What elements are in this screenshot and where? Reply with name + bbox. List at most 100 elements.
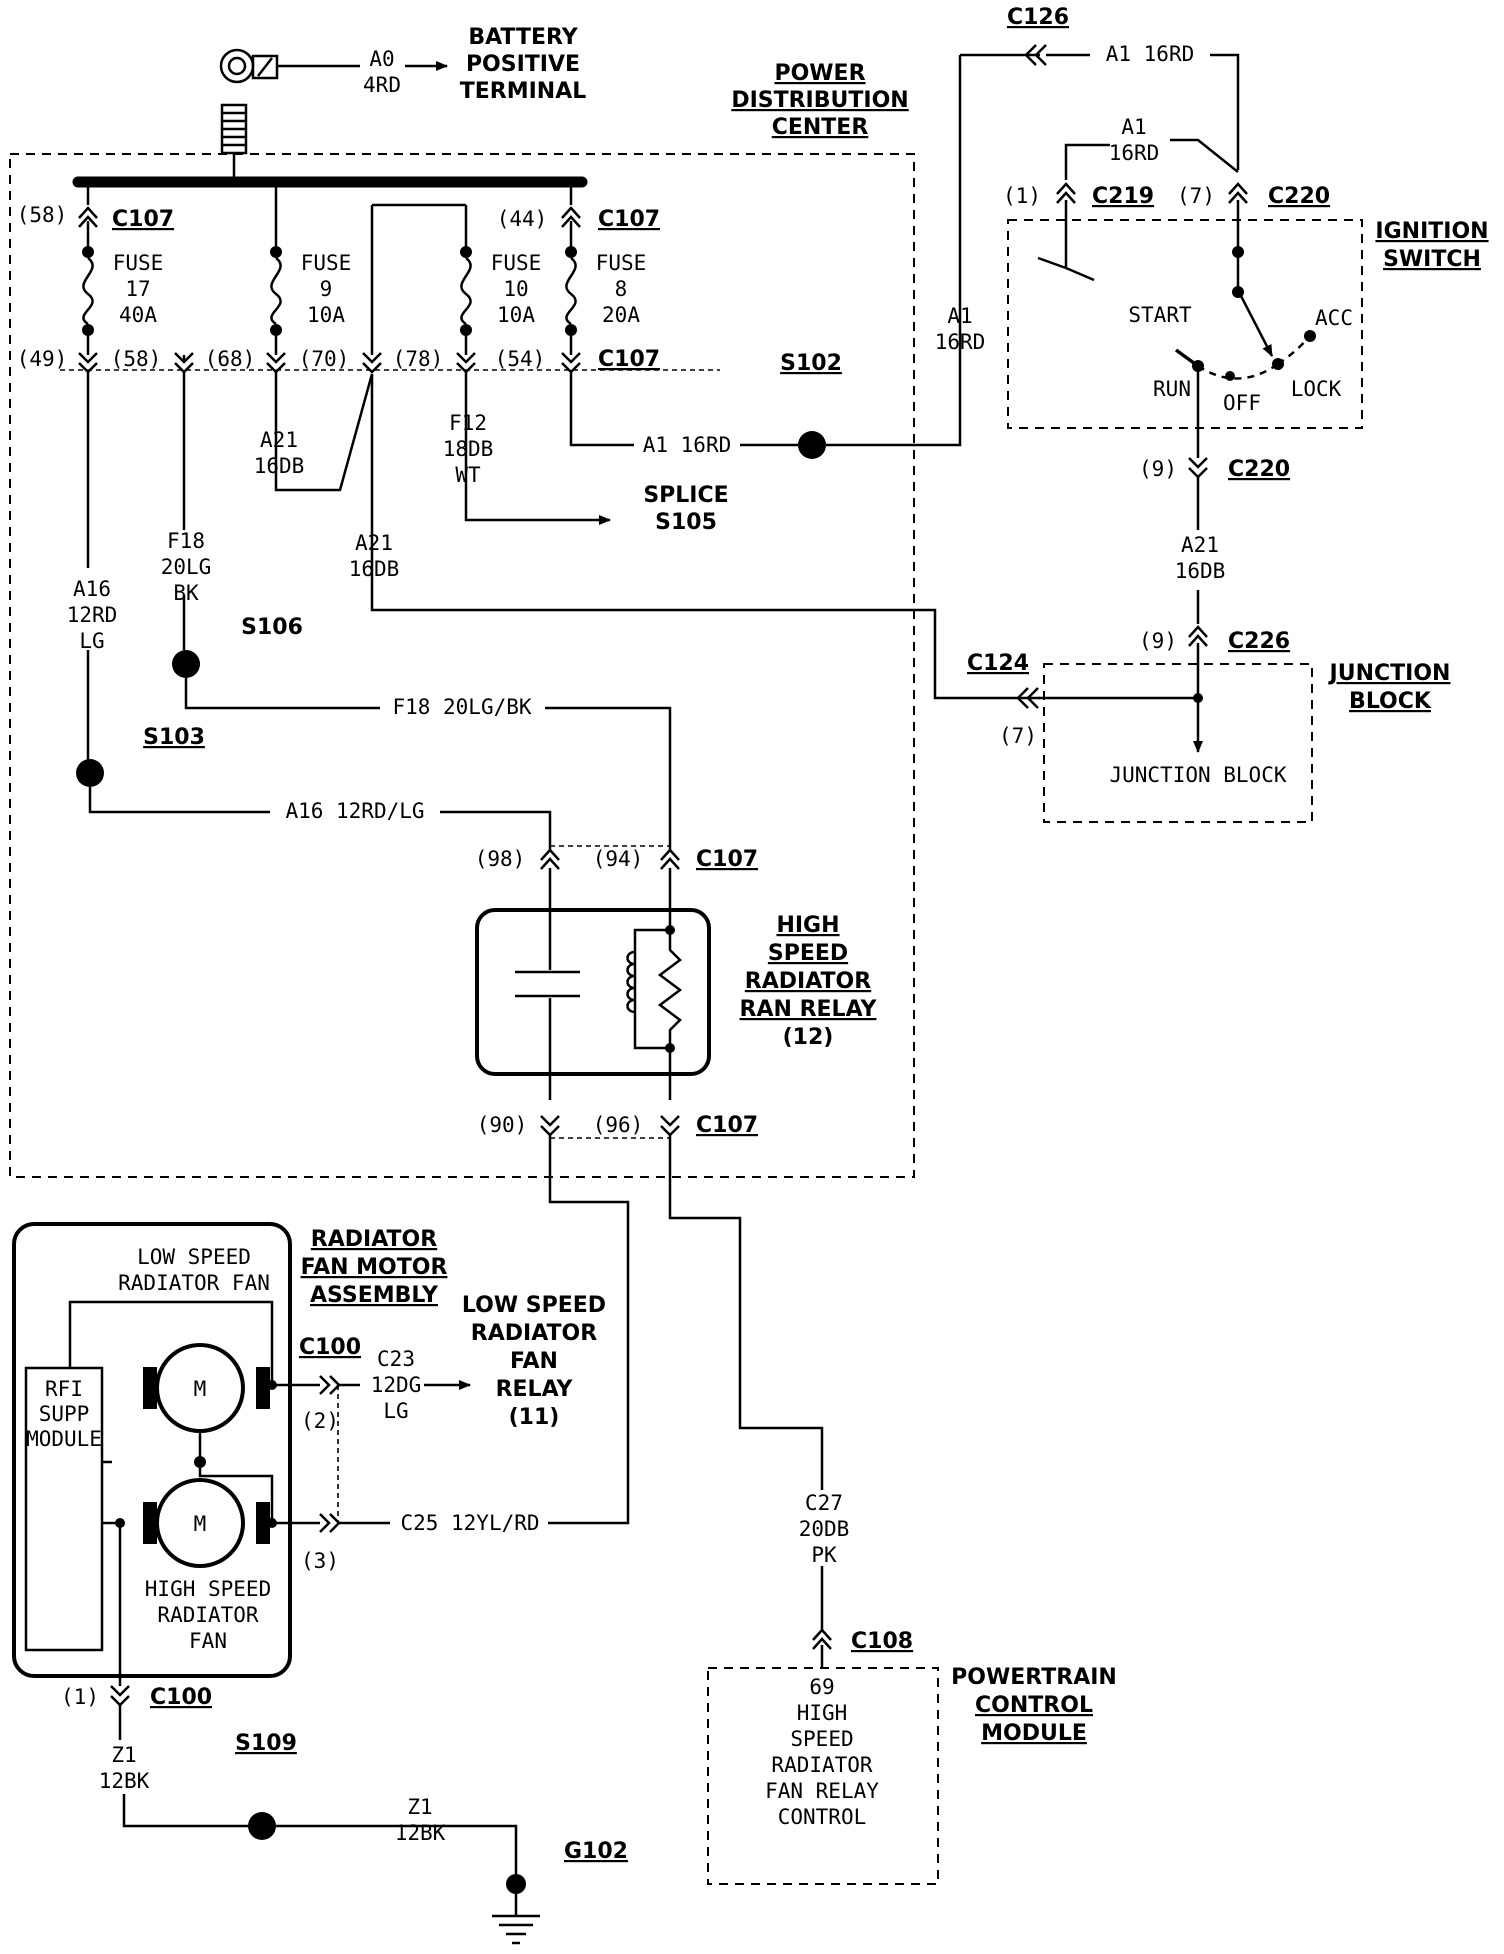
high-fan-label-2: RADIATOR bbox=[157, 1603, 259, 1627]
relay-label-5: (12) bbox=[783, 1025, 834, 1050]
c126-label: C126 bbox=[1007, 5, 1069, 30]
fuse9-amps: 10A bbox=[307, 303, 345, 327]
c27-circuit: C27 bbox=[805, 1491, 843, 1515]
switch-pos-run: RUN bbox=[1153, 377, 1191, 401]
a21-pdc-gauge: 16DB bbox=[349, 557, 400, 581]
pcm-inner-2: HIGH bbox=[797, 1701, 848, 1725]
c107-pin-68: (68) bbox=[205, 347, 256, 371]
relay-label-4: RAN RELAY bbox=[740, 997, 878, 1022]
junction-block-inner: JUNCTION BLOCK bbox=[1109, 763, 1286, 787]
fuse9-name: FUSE bbox=[301, 251, 352, 275]
low-relay-label-4: RELAY bbox=[496, 1377, 574, 1402]
c25-wire-right bbox=[548, 1135, 630, 1525]
c107-pin-44: (44) bbox=[497, 207, 548, 231]
c23-tracer: LG bbox=[383, 1399, 408, 1423]
low-motor-m: M bbox=[194, 1377, 207, 1401]
c126-terminal bbox=[1024, 44, 1090, 66]
s109-label: S109 bbox=[235, 1731, 297, 1756]
a16-horizontal-left bbox=[88, 787, 270, 814]
c124-terminal bbox=[1016, 687, 1198, 709]
c100-top-label: C100 bbox=[299, 1335, 361, 1360]
c220-pin: (7) bbox=[1177, 184, 1215, 208]
fuse10-num: 10 bbox=[503, 277, 528, 301]
ignition-switch-box bbox=[1007, 219, 1363, 429]
relay-label-3: RADIATOR bbox=[745, 969, 871, 994]
rfi-label-1: RFI bbox=[45, 1377, 83, 1401]
c107-pin-49: (49) bbox=[17, 347, 68, 371]
pcm-pin: 69 bbox=[809, 1675, 834, 1699]
s106-splice-dot bbox=[172, 650, 200, 678]
c107-pin-58-top: (58) bbox=[17, 203, 68, 227]
c219-pin: (1) bbox=[1003, 184, 1041, 208]
c27-gauge: 20DB bbox=[799, 1517, 850, 1541]
a16-circuit: A16 bbox=[73, 577, 111, 601]
f18-circuit: F18 bbox=[167, 529, 205, 553]
pcm-inner-3: SPEED bbox=[790, 1727, 853, 1751]
c107-relay-bottom-label: C107 bbox=[696, 1113, 758, 1138]
low-fan-label-1: LOW SPEED bbox=[137, 1245, 251, 1269]
low-relay-label-1: LOW SPEED bbox=[462, 1293, 606, 1318]
rfi-module-box bbox=[24, 1366, 104, 1652]
z1-vertical-circuit: Z1 bbox=[111, 1743, 136, 1767]
fuse17-num: 17 bbox=[125, 277, 150, 301]
a1-pdc-label: A1 16RD bbox=[643, 433, 732, 457]
a16-tracer: LG bbox=[79, 629, 104, 653]
ignition-switch-mechanism bbox=[1174, 246, 1316, 428]
rfi-label-2: SUPP bbox=[39, 1402, 90, 1426]
a0-gauge-label: 4RD bbox=[363, 73, 401, 97]
switch-pos-acc: ACC bbox=[1315, 306, 1353, 330]
a21-switch-gauge: 16DB bbox=[1175, 559, 1226, 583]
c107-pin-54: (54) bbox=[495, 347, 546, 371]
f18-horizontal-left bbox=[184, 678, 380, 710]
low-relay-label-2: RADIATOR bbox=[471, 1321, 597, 1346]
a21-junction-wire bbox=[370, 374, 1040, 700]
s102-splice-dot bbox=[798, 431, 826, 459]
pdc-label-2: DISTRIBUTION bbox=[731, 88, 908, 113]
a1-pdc-wire-left bbox=[569, 372, 634, 447]
relay-coil-icon bbox=[626, 868, 683, 1100]
high-motor-m: M bbox=[194, 1512, 207, 1536]
fuse9-num: 9 bbox=[320, 277, 333, 301]
c23-gauge: 12DG bbox=[371, 1373, 422, 1397]
battery-terminal-icon bbox=[219, 48, 279, 178]
battery-label-1: BATTERY bbox=[468, 25, 578, 50]
c27-wire-upper bbox=[668, 1135, 824, 1490]
high-fan-label-1: HIGH SPEED bbox=[145, 1577, 271, 1601]
f18-tracer: BK bbox=[173, 581, 199, 605]
pcm-label-2: CONTROL bbox=[975, 1693, 1093, 1718]
relay-pin-96: (96) bbox=[593, 1113, 644, 1137]
c107-pin-70: (70) bbox=[299, 347, 350, 371]
c27-tracer: PK bbox=[811, 1543, 837, 1567]
fan-assembly-label-2: FAN MOTOR bbox=[301, 1255, 448, 1280]
f12-tracer: WT bbox=[455, 463, 481, 487]
switch-pos-start: START bbox=[1128, 303, 1192, 327]
ignition-switch-label-2: SWITCH bbox=[1383, 247, 1481, 272]
fuse-elements bbox=[82, 246, 577, 336]
fan-internal-wiring bbox=[68, 1300, 274, 1525]
fuse10-name: FUSE bbox=[491, 251, 542, 275]
pdc-label-3: CENTER bbox=[772, 115, 869, 140]
relay-pin-98: (98) bbox=[475, 847, 526, 871]
z1-wire-right bbox=[276, 1824, 518, 1876]
s106-label: S106 bbox=[241, 615, 303, 640]
relay-label-2: SPEED bbox=[768, 941, 848, 966]
fuse17-name: FUSE bbox=[113, 251, 164, 275]
g102-label: G102 bbox=[564, 1839, 628, 1864]
fan-assembly-label-3: ASSEMBLY bbox=[310, 1283, 439, 1308]
s105-label-1: SPLICE bbox=[643, 483, 728, 508]
a1-vertical-circuit: A1 bbox=[947, 304, 972, 328]
c23-circuit: C23 bbox=[377, 1347, 415, 1371]
low-relay-label-5: (11) bbox=[509, 1405, 560, 1430]
a1-vertical-wire bbox=[826, 55, 962, 447]
z1-horizontal-gauge: 12BK bbox=[395, 1821, 446, 1845]
c107-relay-top-label: C107 bbox=[696, 847, 758, 872]
c100-pin-3: (3) bbox=[301, 1549, 339, 1573]
z1-horizontal-circuit: Z1 bbox=[407, 1795, 432, 1819]
c124-label: C124 bbox=[967, 651, 1029, 676]
relay-label-1: HIGH bbox=[776, 913, 839, 938]
a1-switch-wire-right bbox=[1170, 138, 1239, 173]
fuse8-name: FUSE bbox=[596, 251, 647, 275]
a21-loop-wire bbox=[274, 372, 374, 492]
a1-switch-circuit: A1 bbox=[1121, 115, 1146, 139]
